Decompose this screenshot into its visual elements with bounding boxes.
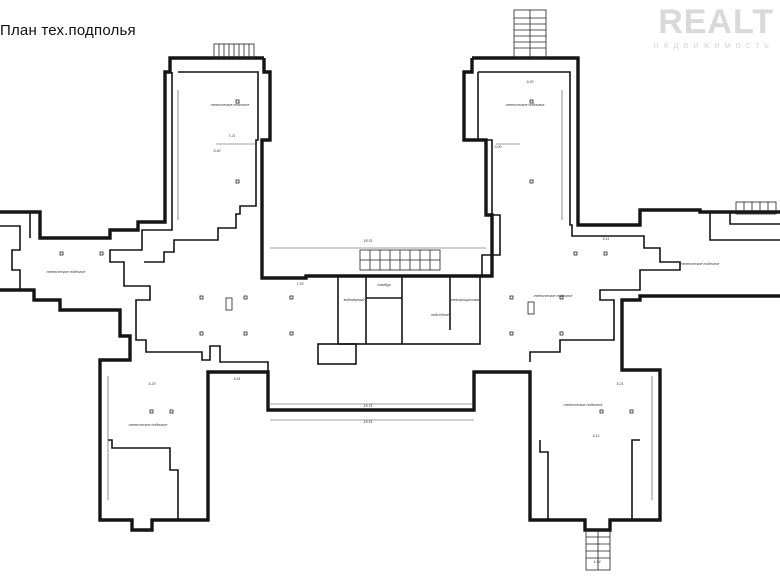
dimension-label: 18.31 — [364, 239, 373, 243]
dimension-label: 18.31 — [364, 404, 373, 408]
dimension-label: 5.20 — [149, 382, 156, 386]
dimension-label: 9.40 — [214, 149, 221, 153]
staircase-top-left — [213, 43, 255, 59]
room-label-r10: электрощитовая — [450, 298, 480, 302]
room-label-r8: подсобное — [431, 313, 449, 317]
room-label-r14: техническое подполье — [211, 103, 250, 107]
dimension-label: 5.21 — [617, 382, 624, 386]
room-label-r3: техническое подполье — [681, 262, 720, 266]
dimension-label: 7.21 — [229, 134, 236, 138]
dimension-label: 9.20 — [527, 80, 534, 84]
dimension-label: 5.12 — [593, 434, 600, 438]
dimension-label: 1.54 — [594, 560, 601, 564]
logo-sub: недвижимость — [653, 40, 774, 50]
room-labels: техническое подполье техническое подполье… — [47, 103, 720, 427]
dimension-label: 1.55 — [145, 529, 152, 533]
dimension-label: 18.51 — [364, 420, 373, 424]
room-label-r9: водомерный — [344, 298, 365, 302]
watermark-logo: REALT недвижимость — [654, 4, 774, 50]
dimension-label: 5.41 — [234, 377, 241, 381]
room-label-r11: техническое подполье — [129, 423, 168, 427]
room-label-r2: техническое подполье — [506, 103, 545, 107]
room-label-r15: техническое подполье — [47, 270, 86, 274]
dimension-label: 7.26 — [297, 282, 304, 286]
columns — [59, 99, 634, 414]
dimension-label: 5.11 — [603, 237, 610, 241]
staircase-bottom-right — [585, 529, 611, 571]
dimension-lines — [107, 90, 653, 500]
room-label-r5: техническое подполье — [534, 294, 573, 298]
dimension-label: 3.00 — [495, 145, 502, 149]
room-label-r6: техническое подполье — [564, 403, 603, 407]
logo-main: REALT — [658, 3, 774, 41]
room-label-r12: тамбур — [377, 283, 390, 287]
staircase-top-right — [513, 9, 547, 59]
staircase-center — [359, 249, 441, 271]
dimension-labels: 18.31 18.31 18.51 7.26 7.21 9.40 9.20 3.00 5.11 5… — [145, 80, 624, 564]
page-title: План тех.подполья — [0, 22, 136, 39]
outer-walls — [0, 56, 780, 532]
staircase-right — [735, 201, 777, 215]
